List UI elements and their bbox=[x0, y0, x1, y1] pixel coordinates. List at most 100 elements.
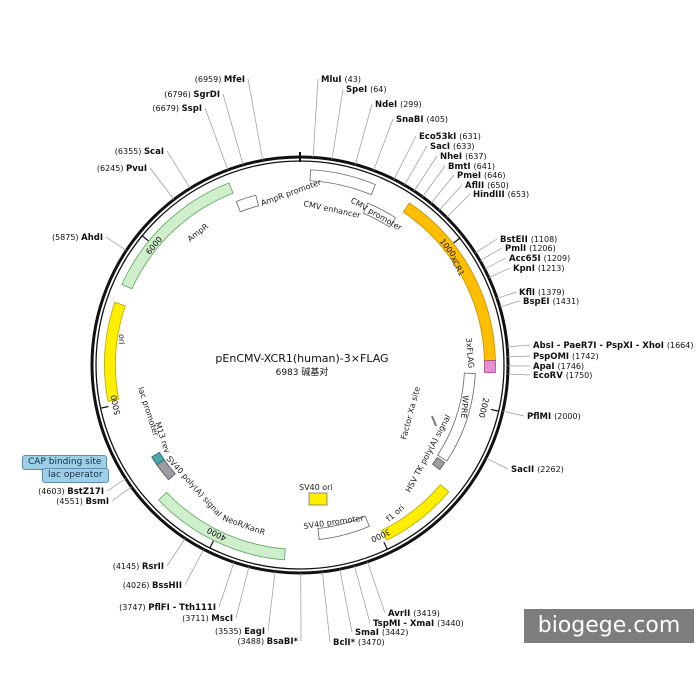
site-label-eco53ki: Eco53kI (631) bbox=[419, 132, 481, 142]
label-neor: NeoR/KanR bbox=[221, 513, 266, 537]
site-leader-smai bbox=[339, 569, 353, 633]
site-label-smai: SmaI (3442) bbox=[355, 628, 408, 638]
site-label-ahdi: (5875) AhdI bbox=[52, 233, 103, 243]
site-label-snabi: SnaBI (405) bbox=[396, 115, 448, 125]
sv40-ori-box bbox=[308, 492, 328, 506]
site-label-scai: (6355) ScaI bbox=[115, 147, 164, 157]
site-leader-nhei bbox=[413, 155, 438, 192]
site-label-pflfi-tth111i: (3747) PflFI - Tth111I bbox=[119, 603, 216, 613]
label-ori: ori bbox=[117, 334, 126, 344]
feature-arc-f1-ori bbox=[381, 484, 450, 541]
site-leader-sspi bbox=[204, 107, 229, 171]
site-leader-sacii bbox=[485, 457, 509, 470]
site-label-bstz17i: (4603) BstZ17I bbox=[38, 487, 104, 497]
site-leader-kpni bbox=[488, 267, 511, 279]
site-label-avrii: AvrII (3419) bbox=[388, 609, 440, 619]
site-label-pvui: (6245) PvuI bbox=[97, 164, 147, 174]
feature-arc-cmv-promoter bbox=[362, 202, 397, 228]
site-label-apai: ApaI (1746) bbox=[533, 362, 584, 372]
label-sv40-ori: SV40 ori bbox=[299, 483, 333, 492]
site-leader-rsrii bbox=[166, 538, 186, 567]
tick-label-3000: 3000 bbox=[370, 527, 392, 544]
site-leader-msci bbox=[235, 566, 250, 619]
site-label-bcli-: BclI* (3470) bbox=[333, 638, 385, 648]
site-leader-bsshii bbox=[184, 549, 204, 586]
site-leader-bmti bbox=[422, 165, 446, 198]
site-leader-eco53ki bbox=[393, 135, 417, 180]
site-leader-mfei bbox=[247, 78, 264, 161]
tick-6000 bbox=[141, 235, 149, 242]
tick-label-4000: 4000 bbox=[206, 526, 228, 543]
site-label-pflmi: PflMI (2000) bbox=[527, 412, 581, 422]
tick-3000 bbox=[383, 541, 388, 550]
site-label-aflii: AflII (650) bbox=[465, 181, 509, 191]
feature-arc-ampr bbox=[121, 182, 234, 290]
site-label-kfli: KflI (1379) bbox=[519, 288, 565, 298]
site-leader-snabi bbox=[373, 118, 394, 171]
site-label-bsmi: (4551) BsmI bbox=[56, 497, 109, 507]
site-label-sspi: (6679) SspI bbox=[152, 104, 202, 114]
tick-label-5000: 5000 bbox=[109, 394, 122, 416]
site-leader-pvui bbox=[149, 167, 175, 200]
site-label-pspomi: PspOMI (1742) bbox=[533, 352, 599, 362]
site-leader-avrii bbox=[367, 561, 386, 614]
site-label-rsrii: (4145) RsrII bbox=[113, 562, 164, 572]
tick-1000 bbox=[453, 237, 461, 244]
site-label-eagi: (3535) EagI bbox=[215, 627, 265, 637]
site-label-bsshii: (4026) BssHII bbox=[123, 581, 182, 591]
site-leader-ecorv bbox=[507, 373, 531, 376]
site-leader-bspei bbox=[499, 300, 521, 308]
label-ampr: AmpR bbox=[186, 221, 211, 243]
tick-2000 bbox=[490, 408, 499, 412]
site-leader-absi-paer7i-pspxi-xhoi bbox=[507, 344, 531, 348]
site-leader-tspmi-xmai bbox=[354, 565, 371, 624]
label-factor-xa: Factor Xa site bbox=[399, 386, 422, 441]
site-label-msci: (3711) MscI bbox=[182, 614, 233, 624]
site-leader-mlui bbox=[312, 78, 319, 158]
site-label-bspei: BspEI (1431) bbox=[523, 297, 579, 307]
site-label-bsabi-: (3488) BsaBI* bbox=[237, 637, 298, 647]
site-leader-ndei bbox=[354, 103, 373, 165]
site-leader-hindiii bbox=[446, 193, 471, 218]
site-label-ecorv: EcoRV (1750) bbox=[533, 371, 592, 381]
site-label-tspmi-xmai: TspMI - XmaI (3440) bbox=[373, 619, 464, 629]
feature-arc-ori bbox=[104, 301, 126, 402]
site-leader-pmei bbox=[430, 174, 455, 204]
site-leader-ahdi bbox=[105, 236, 127, 251]
site-label-sacii: SacII (2262) bbox=[511, 465, 564, 475]
label-wpre: WPRE bbox=[459, 395, 470, 419]
watermark: biogege.com bbox=[524, 609, 694, 643]
label-m13rev: M13 rev bbox=[153, 421, 172, 455]
feature-arc-ampr-promoter bbox=[235, 194, 260, 213]
site-leader-pflmi bbox=[502, 410, 525, 417]
site-label-spei: SpeI (64) bbox=[346, 85, 387, 95]
site-leader-kfli bbox=[496, 291, 517, 299]
site-label-nhei: NheI (637) bbox=[440, 152, 487, 162]
site-leader-pmli bbox=[479, 247, 503, 262]
backbone-inner-ring bbox=[95, 160, 505, 570]
site-label-acc65i: Acc65I (1209) bbox=[509, 254, 570, 264]
site-leader-eagi bbox=[267, 571, 276, 632]
site-label-mlui: MluI (43) bbox=[321, 75, 361, 85]
site-leader-scai bbox=[166, 150, 191, 189]
site-leader-bcli- bbox=[322, 571, 331, 643]
plasmid-name: pEnCMV-XCR1(human)-3×FLAG bbox=[215, 352, 388, 365]
site-label-sgrdi: (6796) SgrDI bbox=[164, 90, 220, 100]
label-3xflag: 3xFLAG bbox=[464, 337, 476, 368]
site-label-hindiii: HindIII (653) bbox=[473, 190, 529, 200]
site-label-absi-paer7i-pspxi-xhoi: AbsI - PaeR7I - PspXI - XhoI (1664) bbox=[533, 341, 693, 351]
feature-arc-hsv-tk-poly-a-signal bbox=[431, 456, 446, 471]
site-label-ndei: NdeI (299) bbox=[375, 100, 422, 110]
lac-operator-badge: lac operator bbox=[42, 468, 109, 483]
site-leader-bsmi bbox=[111, 486, 132, 502]
site-leader-acc65i bbox=[484, 257, 507, 270]
tick-label-2000: 2000 bbox=[477, 397, 490, 419]
site-label-bmti: BmtI (641) bbox=[448, 162, 495, 172]
feature-arc-neor-kanr bbox=[158, 491, 286, 561]
feature-arc-cmv-enhancer bbox=[309, 169, 376, 196]
site-leader-aflii bbox=[438, 184, 463, 211]
feature-arc-lac-promoter bbox=[151, 451, 165, 466]
site-leader-bsteii bbox=[475, 238, 498, 254]
feature-arc-3xflag bbox=[483, 360, 496, 374]
factor-xa-mark bbox=[431, 415, 437, 427]
